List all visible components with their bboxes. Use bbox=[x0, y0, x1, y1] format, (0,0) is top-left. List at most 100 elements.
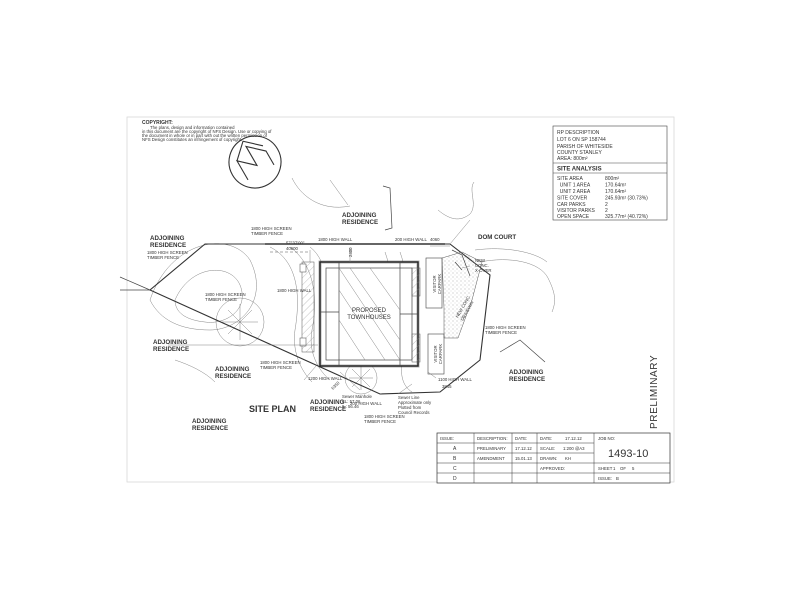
fence-label: TIMBER FENCE bbox=[205, 297, 237, 302]
analysis-label: UNIT 2 AREA bbox=[557, 189, 591, 195]
sheet-total: 5 bbox=[632, 466, 635, 471]
sheet-label: SHEET bbox=[598, 466, 613, 471]
sewer-label: Sewer Line bbox=[398, 395, 420, 400]
issue-header: ISSUE: bbox=[440, 436, 454, 441]
adjoining-label: RESIDENCE bbox=[509, 376, 545, 383]
fence-label: 1800 HIGH SCREEN bbox=[205, 292, 246, 297]
sewer-manhole-label: SL: 57.06 bbox=[342, 399, 361, 404]
title-block: ISSUE: DESCRIPTION: DATE: A PRELIMINARY … bbox=[436, 432, 671, 484]
rp-heading: RP DESCRIPTION bbox=[557, 130, 600, 136]
adjoining-label: RESIDENCE bbox=[150, 242, 186, 249]
fence-label: TIMBER FENCE bbox=[147, 255, 179, 260]
dimension-lines: 2400 4060 40600 57°37'00" 3845 6350 bbox=[168, 237, 452, 391]
fence-label: TIMBER FENCE bbox=[364, 419, 396, 424]
copyright-line: in this document are the copyright of NF… bbox=[142, 129, 272, 134]
issue-label: ISSUE: bbox=[598, 476, 612, 481]
issue-code: D bbox=[453, 476, 457, 482]
carpark-label: VISITOR bbox=[432, 275, 437, 292]
analysis-value: 325.77m² (40.72%) bbox=[605, 214, 648, 220]
adjoining-label: ADJOINING bbox=[150, 235, 185, 242]
issue-code: A bbox=[453, 446, 457, 452]
issue-date: 15.01.13 bbox=[515, 456, 532, 461]
rp-line: PARISH OF WHITESIDE bbox=[557, 144, 613, 150]
issue-date: 17.12.12 bbox=[515, 446, 532, 451]
adjoining-label: ADJOINING bbox=[192, 418, 227, 425]
rp-line: LOT 6 ON SP 158744 bbox=[557, 137, 606, 143]
analysis-value: 800m² bbox=[605, 176, 620, 182]
drawn-label: DRAWN: bbox=[540, 456, 557, 461]
job-label: JOB NO: bbox=[598, 436, 615, 441]
date-header: DATE: bbox=[515, 436, 527, 441]
wall-label: 200 HIGH WALL bbox=[350, 401, 382, 406]
fence-label: 1800 HIGH SCREEN bbox=[251, 226, 292, 231]
townhouse-building: PROPOSED TOWNHOUSES bbox=[318, 260, 421, 368]
carpark-area: VISITOR CARPARK VISITOR CARPARK NEW CONC… bbox=[425, 249, 483, 375]
crossover-label: NEW bbox=[475, 258, 486, 263]
analysis-value: 2 bbox=[605, 208, 608, 214]
carpark-label: CARPARK bbox=[438, 344, 443, 365]
issue-description: AMENDMENT bbox=[477, 456, 505, 461]
wall-label: 1800 HIGH WALL bbox=[318, 237, 353, 242]
sewer-manhole-label: Sewer Manhole bbox=[342, 394, 372, 399]
fence-label: TIMBER FENCE bbox=[251, 231, 283, 236]
analysis-value: 170.64m² bbox=[605, 189, 626, 195]
wall-label: 1100 HIGH WALL bbox=[438, 377, 473, 382]
adjoining-label: ADJOINING bbox=[215, 366, 250, 373]
sewer-label: Plotted from bbox=[398, 405, 422, 410]
drawn-value: KH bbox=[565, 456, 571, 461]
building-label: TOWNHOUSES bbox=[347, 315, 391, 321]
site-boundary bbox=[119, 219, 491, 395]
copyright-heading: COPYRIGHT: bbox=[142, 120, 173, 126]
adjoining-label: RESIDENCE bbox=[215, 373, 251, 380]
wall-label: 1200 HIGH WALL bbox=[308, 376, 343, 381]
rp-line: AREA: 800m² bbox=[557, 156, 588, 162]
analysis-label: OPEN SPACE bbox=[557, 214, 590, 220]
description-header: DESCRIPTION: bbox=[477, 436, 508, 441]
fence-annotations: 1800 HIGH SCREEN TIMBER FENCE 1800 HIGH … bbox=[147, 226, 526, 424]
preliminary-stamp: PRELIMINARY bbox=[649, 355, 660, 429]
wall-label: 200 HIGH WALL bbox=[395, 237, 427, 242]
fence-label: TIMBER FENCE bbox=[260, 365, 292, 370]
analysis-label: UNIT 1 AREA bbox=[557, 183, 591, 189]
analysis-label: VISITOR PARKS bbox=[557, 208, 596, 214]
crossover-label: CONC. bbox=[475, 263, 489, 268]
adjoining-labels: ADJOINING RESIDENCE ADJOINING RESIDENCE … bbox=[150, 212, 545, 432]
analysis-value: 245.93m² (30.73%) bbox=[605, 196, 648, 202]
fence-label: 1800 HIGH SCREEN bbox=[260, 360, 301, 365]
left-deck bbox=[299, 261, 315, 353]
sewer-label: Approximate only bbox=[398, 400, 432, 405]
dimension-text: 3845 bbox=[442, 384, 452, 389]
analysis-value: 170.64m² bbox=[605, 183, 626, 189]
issue-value: B bbox=[616, 476, 619, 481]
fence-label: 1800 HIGH SCREEN bbox=[364, 414, 405, 419]
carpark-label: CARPARK bbox=[437, 274, 442, 295]
fence-label: 1800 HIGH SCREEN bbox=[147, 250, 188, 255]
sheet-of: OF bbox=[620, 466, 626, 471]
bearing-text: 57°37'00" bbox=[286, 241, 305, 246]
adjoining-label: RESIDENCE bbox=[153, 346, 189, 353]
dimension-text: 4060 bbox=[430, 237, 440, 242]
copyright-line: The plans, design and information contai… bbox=[150, 125, 235, 130]
dimension-text: 2400 bbox=[348, 247, 353, 257]
analysis-value: 2 bbox=[605, 202, 608, 208]
drawing-title: SITE PLAN bbox=[249, 404, 296, 414]
carpark-label: VISITOR bbox=[433, 345, 438, 362]
site-analysis-heading: SITE ANALYSIS bbox=[557, 167, 602, 173]
issue-description: PRELIMINARY bbox=[477, 446, 506, 451]
dimension-text: 40600 bbox=[286, 246, 299, 251]
dimension-text: 6350 bbox=[330, 380, 341, 391]
adjoining-label: ADJOINING bbox=[342, 212, 377, 219]
site-info-box: RP DESCRIPTION LOT 6 ON SP 158744 PARISH… bbox=[552, 125, 668, 221]
north-arrow-icon bbox=[228, 135, 282, 189]
crossover-label: X-OVER bbox=[475, 268, 491, 273]
analysis-label: CAR PARKS bbox=[557, 202, 586, 208]
adjoining-label: ADJOINING bbox=[509, 369, 544, 376]
date-label: DATE: bbox=[540, 436, 552, 441]
sewer-label: Council Records bbox=[398, 410, 430, 415]
building-label: PROPOSED bbox=[352, 308, 387, 314]
wall-label: 1800 HIGH WALL bbox=[277, 288, 312, 293]
adjoining-label: RESIDENCE bbox=[342, 219, 378, 226]
scale-label: SCALE: bbox=[540, 446, 555, 451]
fence-label: 1800 HIGH SCREEN bbox=[485, 325, 526, 330]
